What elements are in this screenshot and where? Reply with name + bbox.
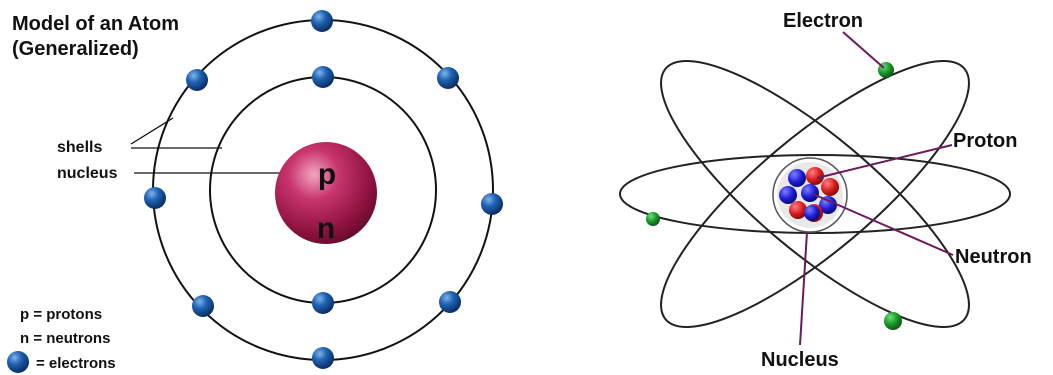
neutron-label: Neutron (955, 246, 1032, 268)
neutron (779, 186, 797, 204)
shells-leader-outer (131, 118, 173, 144)
proton-leader (817, 145, 952, 178)
title-line-2: (Generalized) (12, 38, 139, 60)
electron (439, 291, 461, 313)
neutron (801, 184, 819, 202)
nucleus-label: nucleus (57, 165, 118, 182)
proton (821, 178, 839, 196)
left-atom-model: Model of an Atom (Generalized) shells nu… (7, 10, 503, 373)
electron (312, 347, 334, 369)
electron (312, 66, 334, 88)
electron (646, 212, 660, 226)
nucleus-label-right: Nucleus (761, 349, 839, 371)
electron-label: Electron (783, 10, 863, 32)
nucleus-n-letter: n (317, 212, 335, 245)
shells-label: shells (57, 139, 102, 156)
nucleus-leader (800, 232, 807, 345)
proton-label: Proton (953, 130, 1017, 152)
electron (437, 67, 459, 89)
proton (789, 201, 807, 219)
electron (311, 10, 333, 32)
nucleus-p-letter: p (318, 158, 336, 191)
electron-leader (843, 32, 884, 68)
electron (312, 292, 334, 314)
neutron (788, 169, 806, 187)
legend-electrons: = electrons (36, 355, 116, 372)
electron (192, 295, 214, 317)
right-atom-model: Electron Proton Neutron Nucleus (620, 10, 1032, 371)
right-nucleus (773, 158, 847, 232)
neutron (804, 205, 820, 221)
legend-protons: p = protons (20, 306, 102, 323)
legend-electron-icon (7, 351, 29, 373)
electron (144, 187, 166, 209)
legend-neutrons: n = neutrons (20, 330, 110, 347)
electron (481, 193, 503, 215)
title-line-1: Model of an Atom (12, 13, 179, 35)
electron (884, 312, 902, 330)
electron (186, 69, 208, 91)
